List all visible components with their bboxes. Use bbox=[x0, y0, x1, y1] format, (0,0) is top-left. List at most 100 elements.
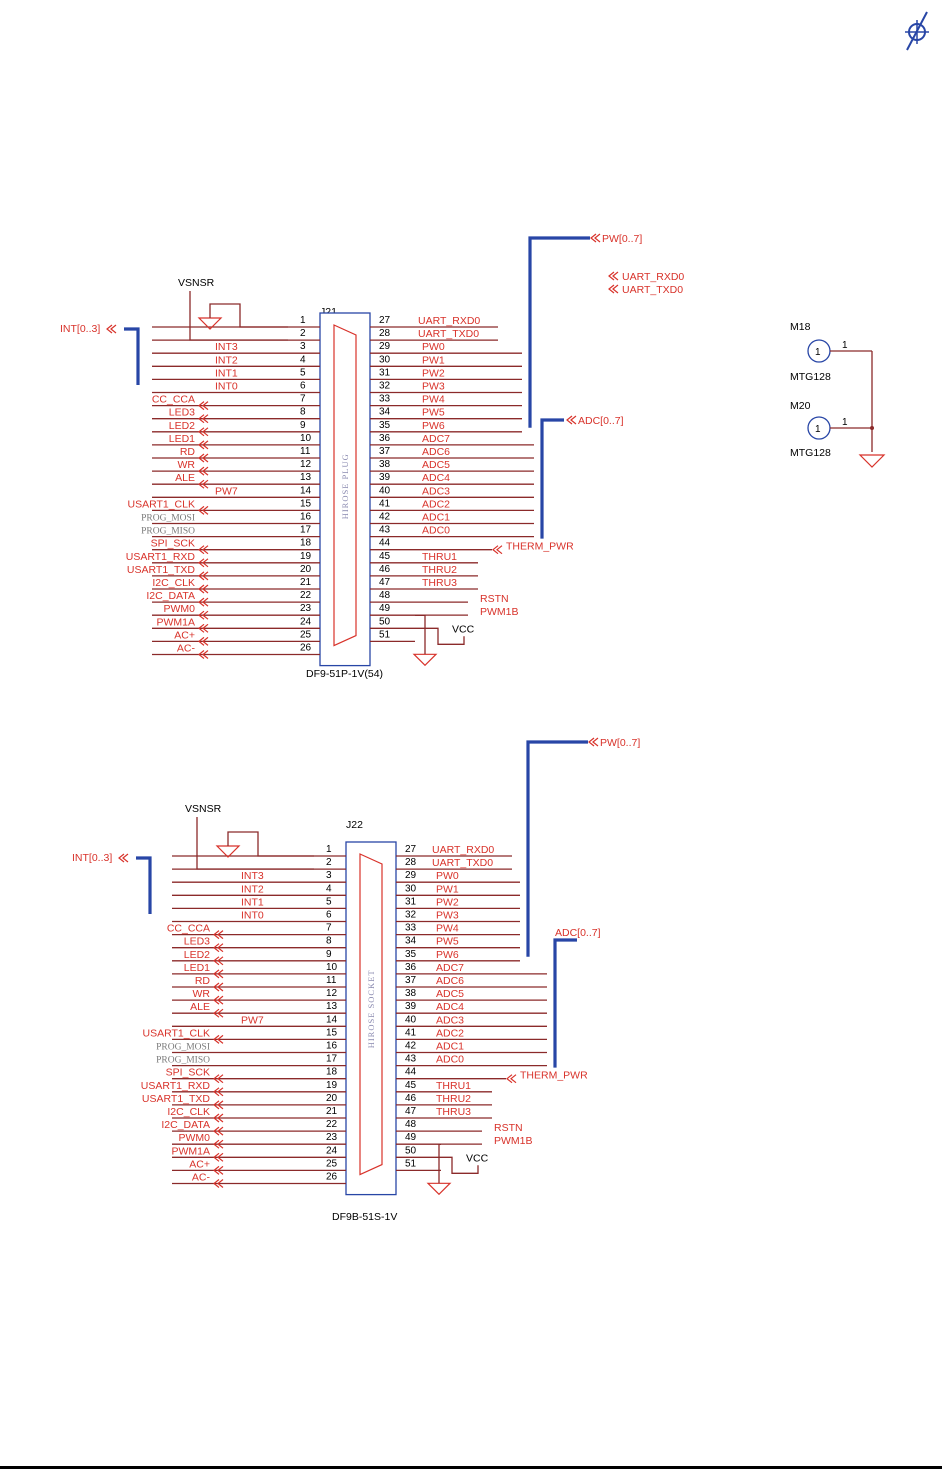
vcc-label: VCC bbox=[466, 1152, 489, 1164]
rstn-label: RSTN bbox=[494, 1122, 523, 1134]
right-pin-number: 41 bbox=[405, 1027, 417, 1038]
port-arrow bbox=[198, 401, 209, 411]
vsnsr-wire bbox=[196, 817, 314, 870]
port-arrow bbox=[213, 995, 224, 1005]
right-pin-number: 49 bbox=[379, 603, 391, 614]
left-pin-number: 15 bbox=[300, 498, 312, 509]
right-pin-number: 45 bbox=[379, 551, 391, 562]
right-pin-number: 28 bbox=[405, 857, 417, 868]
left-pin-number: 18 bbox=[326, 1067, 338, 1078]
connector-refdes: J22 bbox=[346, 819, 363, 831]
m18-part: MTG128 bbox=[790, 371, 831, 383]
left-pin-number: 17 bbox=[326, 1054, 338, 1065]
right-pin-number: 30 bbox=[379, 354, 391, 365]
left-pin-number: 6 bbox=[326, 910, 332, 921]
left-pin-number: 9 bbox=[326, 949, 332, 960]
left-net-label: INT0 bbox=[241, 910, 264, 922]
right-net-label: PW6 bbox=[436, 949, 459, 961]
right-net-label: THRU1 bbox=[436, 1080, 471, 1092]
left-net-label: RD bbox=[195, 975, 211, 987]
left-net-label: USART1_RXD bbox=[126, 551, 196, 563]
right-pin-number: 33 bbox=[405, 923, 417, 934]
right-net-label: PW0 bbox=[422, 341, 445, 353]
left-pin-number: 19 bbox=[300, 551, 312, 562]
left-net-label: AC+ bbox=[189, 1158, 210, 1170]
left-pin-number: 11 bbox=[326, 975, 337, 986]
left-net-label: ALE bbox=[175, 472, 195, 484]
right-net-label: THRU1 bbox=[422, 551, 457, 563]
right-pin-number: 45 bbox=[405, 1080, 417, 1091]
m18-ref: M18 bbox=[790, 321, 811, 333]
m20-pin: 1 bbox=[815, 424, 821, 435]
port-arrow bbox=[198, 623, 209, 633]
left-pin-number: 10 bbox=[326, 962, 338, 973]
left-net-label: PWM0 bbox=[179, 1132, 211, 1144]
right-pin-number: 28 bbox=[379, 328, 391, 339]
left-pin-number: 3 bbox=[326, 870, 332, 881]
right-pin-number: 50 bbox=[405, 1145, 417, 1156]
ground-wire-bottom bbox=[438, 1143, 441, 1184]
left-net-label: INT0 bbox=[215, 381, 238, 393]
left-pin-number: 26 bbox=[326, 1172, 338, 1183]
connector-part: DF9-51P-1V(54) bbox=[306, 668, 383, 680]
port-arrow bbox=[198, 545, 209, 555]
port-arrow bbox=[213, 930, 224, 940]
ground-symbol-bottom bbox=[412, 653, 438, 667]
right-net-label: ADC0 bbox=[436, 1054, 464, 1066]
left-pin-number: 8 bbox=[326, 936, 332, 947]
right-pin-number: 27 bbox=[405, 844, 417, 855]
left-pin-number: 2 bbox=[326, 857, 332, 868]
left-pin-number: 25 bbox=[300, 629, 312, 640]
port-arrow bbox=[198, 558, 209, 568]
adc-bus-label: ADC[0..7] bbox=[555, 927, 601, 939]
connector-body bbox=[345, 841, 397, 1196]
port-arrow bbox=[213, 956, 224, 966]
right-pin-number: 36 bbox=[405, 962, 417, 973]
left-pin-number: 5 bbox=[326, 896, 332, 907]
right-pin-number: 31 bbox=[379, 367, 391, 378]
m20-pin-num: 1 bbox=[842, 417, 848, 428]
left-net-label: I2C_DATA bbox=[161, 1119, 210, 1131]
left-net-label: CC_CCA bbox=[152, 394, 195, 406]
port-arrow bbox=[198, 479, 209, 489]
right-pin-number: 44 bbox=[379, 538, 391, 549]
right-pin-number: 42 bbox=[405, 1041, 417, 1052]
right-pin-number: 49 bbox=[405, 1132, 417, 1143]
left-net-label: AC- bbox=[192, 1172, 211, 1184]
int-bus-label: INT[0..3] bbox=[60, 323, 100, 335]
port-arrow bbox=[213, 1126, 224, 1136]
right-pin-number: 47 bbox=[379, 577, 391, 588]
left-pin-number: 1 bbox=[326, 844, 332, 855]
left-pin-number: 10 bbox=[300, 433, 312, 444]
right-net-label: PW2 bbox=[436, 896, 459, 908]
right-pin-number: 51 bbox=[405, 1158, 417, 1169]
right-pin-number: 37 bbox=[379, 446, 391, 457]
vsnsr-label: VSNSR bbox=[185, 803, 222, 815]
right-net-label: ADC2 bbox=[422, 498, 450, 510]
left-pin-number: 16 bbox=[326, 1041, 338, 1052]
right-pin-number: 42 bbox=[379, 512, 391, 523]
left-pin-number: 7 bbox=[326, 923, 332, 934]
left-net-label: RD bbox=[180, 446, 196, 458]
left-net-label: LED1 bbox=[169, 433, 195, 445]
left-net-label: LED3 bbox=[184, 936, 210, 948]
left-net-label: PROG_MOSI bbox=[141, 514, 195, 524]
right-pin-number: 43 bbox=[405, 1054, 417, 1065]
pwm1b-label: PWM1B bbox=[494, 1135, 533, 1147]
m18-pin-num: 1 bbox=[842, 340, 848, 351]
right-net-label: THRU2 bbox=[422, 564, 457, 576]
left-net-label: AC+ bbox=[174, 629, 195, 641]
left-net-label: INT1 bbox=[241, 896, 264, 908]
right-net-label: THRU3 bbox=[422, 577, 457, 589]
right-pin-number: 35 bbox=[379, 420, 391, 431]
right-pin-number: 38 bbox=[405, 988, 417, 999]
left-pin-number: 13 bbox=[300, 472, 312, 483]
right-pin-number: 50 bbox=[379, 616, 391, 627]
compass-logo-icon bbox=[905, 11, 929, 51]
left-net-label: I2C_CLK bbox=[152, 577, 195, 589]
port-arrow bbox=[213, 1100, 224, 1110]
right-net-label: PW4 bbox=[436, 923, 459, 935]
